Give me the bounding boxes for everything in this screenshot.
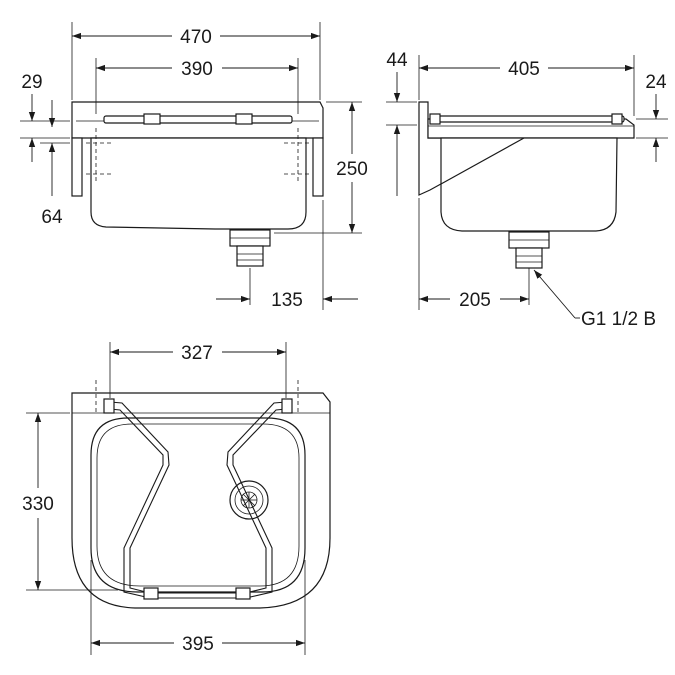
front-bracket-right: [312, 137, 324, 197]
plan-rod-left: [109, 401, 170, 594]
front-view: [71, 101, 324, 305]
dim-overall-width: 470: [180, 27, 212, 48]
plan-basin: [90, 417, 306, 593]
dim-back-rim-height: 44: [386, 50, 408, 71]
side-rod: [433, 115, 625, 123]
dim-bracket-drop: 64: [41, 207, 63, 228]
plan-rod-clip: [235, 587, 251, 600]
dim-total-height: 250: [336, 159, 368, 180]
plan-rod-left: [109, 408, 164, 599]
dim-front-rim-height: 24: [645, 72, 667, 93]
dim-rod-spacing: 327: [181, 343, 213, 364]
dim-plan-depth: 330: [22, 494, 54, 515]
plan-rod-clip: [281, 398, 293, 414]
side-view: [418, 101, 635, 305]
plan-drain-mid: [234, 485, 264, 515]
front-drain-outlet: [236, 245, 264, 267]
label-drain-thread: G1 1/2 B: [581, 309, 656, 330]
front-dimensions: 470 390 29 64 250 135: [20, 22, 368, 311]
front-rod-clip: [235, 113, 253, 125]
leader-drain-thread: [533, 269, 576, 319]
front-bowl: [90, 137, 307, 230]
dim-drain-offset-side: 205: [459, 290, 491, 311]
plan-basin-inner: [96, 423, 300, 587]
plan-rod-clip: [143, 587, 159, 600]
dim-plan-width: 395: [182, 634, 214, 655]
plan-rod-right: [226, 401, 287, 594]
front-rod-bar: [103, 115, 293, 124]
side-rod-clip: [611, 113, 623, 125]
side-drain-outlet: [515, 247, 543, 269]
side-rod-clip: [429, 113, 441, 125]
side-bracket-brace: [440, 137, 525, 185]
front-rod-clip: [143, 113, 161, 125]
plan-view: [71, 380, 331, 609]
dim-rim-height: 29: [21, 72, 42, 93]
dim-drain-offset-front: 135: [271, 290, 303, 311]
side-dimensions: 405 44 24 205 G1 1/2 B: [386, 50, 668, 330]
plan-rod-clip: [103, 398, 115, 414]
side-bowl: [440, 137, 618, 232]
dim-side-depth: 405: [508, 59, 540, 80]
plan-rod-right: [232, 408, 287, 599]
dim-bracket-width: 390: [181, 59, 213, 80]
front-bracket-left: [71, 137, 83, 197]
plan-dimensions: 327 330 395: [22, 342, 306, 655]
